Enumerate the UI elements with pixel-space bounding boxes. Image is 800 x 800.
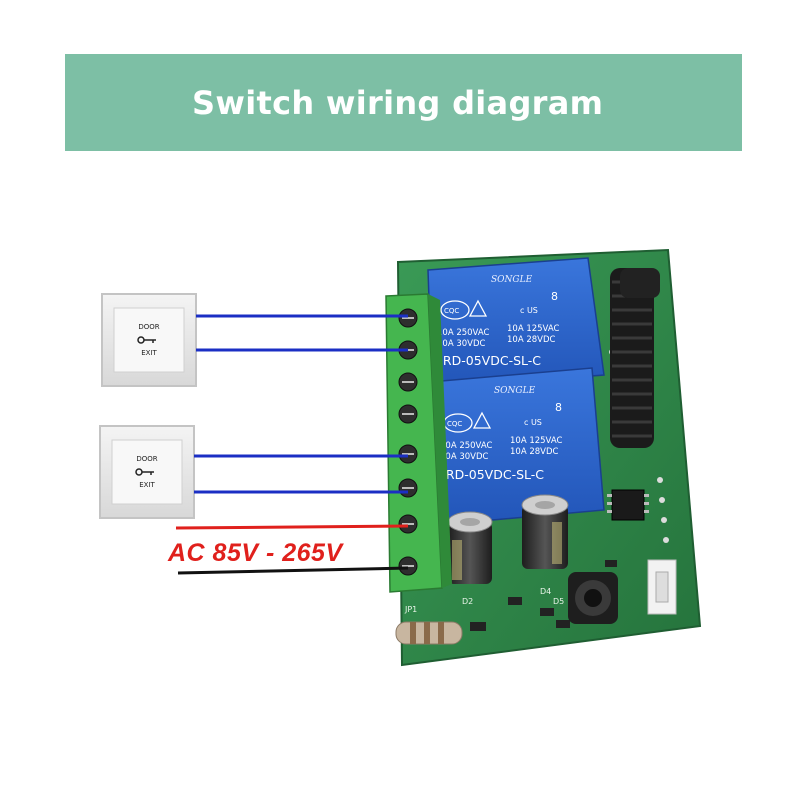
jp1-label: JP1	[404, 605, 417, 614]
terminal-screws	[398, 308, 418, 576]
relay-2-rating-dc-2: 10A 28VDC	[510, 447, 559, 457]
smd-component	[508, 597, 522, 605]
page-title: Switch wiring diagram	[192, 84, 604, 122]
relay-2-rating-ac-1: 10A 250VAC	[440, 441, 492, 451]
relay-1: SONGLE CQC c US 8 10A 250VAC 10A 30VDC 1…	[427, 257, 605, 389]
relay-1-model: SRD-05VDC-SL-C	[435, 353, 541, 368]
door-exit-switch-1: DOOR EXIT	[101, 293, 197, 387]
key-icon	[137, 336, 156, 344]
relay-2-rating-dc-1: 10A 30VDC	[440, 452, 489, 462]
key-icon	[135, 468, 154, 476]
door-exit-switch-2: DOOR EXIT	[99, 425, 195, 519]
power-wires	[175, 524, 409, 575]
neutral-wire	[177, 566, 409, 575]
relay-2-model: SRD-05VDC-SL-C	[438, 467, 544, 482]
relay-1-rating-ac-1: 10A 250VAC	[437, 328, 489, 338]
relay-1-rating-dc-1: 10A 30VDC	[437, 339, 486, 349]
relay-2-rating-ac-2: 10A 125VAC	[510, 436, 562, 446]
power-input-label: AC 85V - 265V	[168, 539, 343, 567]
antenna-coil	[610, 268, 660, 448]
switch-1-top-label: DOOR	[138, 323, 159, 331]
switch-2-bottom-label: EXIT	[139, 481, 155, 489]
d4-label: D4	[540, 587, 551, 596]
fuse-resistor	[395, 621, 463, 645]
relay-2-brand: SONGLE	[494, 386, 536, 396]
capacitor-right	[521, 494, 569, 569]
relay-1-version: 8	[551, 290, 558, 303]
smd-component	[556, 620, 570, 628]
inductor	[568, 572, 618, 624]
relay-2-cert: CQC	[447, 420, 462, 428]
relay-1-ul-mark: c US	[520, 306, 538, 315]
title-banner: Switch wiring diagram	[65, 54, 742, 151]
switch-2-top-label: DOOR	[136, 455, 157, 463]
relay-2-ul-mark: c US	[524, 418, 542, 427]
relay-1-cert: CQC	[444, 307, 459, 315]
relay-1-rating-dc-2: 10A 28VDC	[507, 335, 556, 345]
live-wire	[175, 524, 409, 530]
smd-component	[470, 622, 486, 631]
relay-1-brand: SONGLE	[491, 275, 533, 285]
smd-component	[540, 608, 554, 616]
relay-2: SONGLE CQC c US 8 10A 250VAC 10A 30VDC 1…	[429, 367, 605, 526]
capacitor-left	[447, 511, 493, 584]
ic-chip	[611, 489, 645, 521]
d5-label: D5	[553, 597, 564, 606]
switch-1-bottom-label: EXIT	[141, 349, 157, 357]
smd-component	[605, 560, 617, 567]
warning-triangle-icon	[472, 411, 492, 429]
relay-2-version: 8	[555, 401, 562, 414]
d2-label: D2	[462, 597, 473, 606]
switch-wires	[194, 314, 408, 494]
warning-triangle-icon	[468, 299, 488, 317]
cqc-mark-icon	[440, 300, 470, 320]
relay-1-rating-ac-2: 10A 125VAC	[507, 324, 559, 334]
